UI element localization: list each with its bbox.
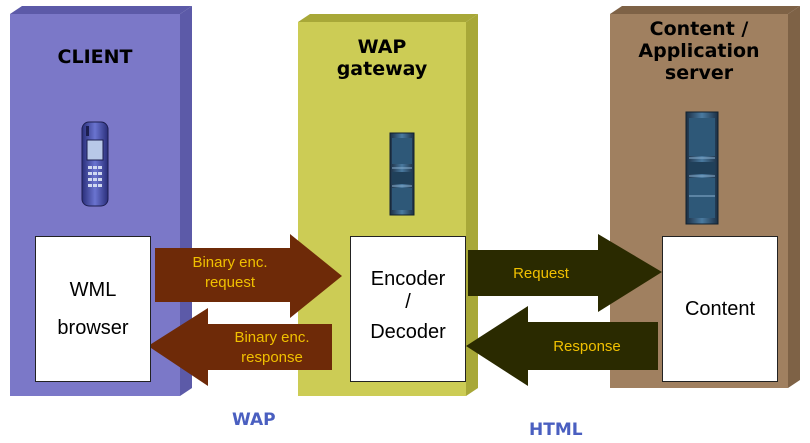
gateway-title: WAP gateway (298, 36, 466, 80)
http-response-arrow (466, 306, 658, 386)
binary-response-arrow (148, 308, 332, 386)
content-server-icon (685, 111, 719, 225)
wml-browser-box: WML browser (35, 236, 151, 382)
box-line: Decoder (370, 321, 446, 343)
server-title-line: Content / (649, 18, 749, 40)
arrow-label-line: Response (553, 338, 621, 355)
server-column-top (610, 6, 800, 14)
arrow-label-line: request (204, 274, 256, 291)
encoder-decoder-box: Encoder / Decoder (350, 236, 466, 382)
binary-request-arrow (155, 234, 342, 318)
gateway-column-side (466, 14, 478, 396)
box-line: browser (57, 317, 129, 339)
box-line: Encoder (370, 268, 446, 290)
server-title-line: Application (638, 40, 760, 62)
server-title-line: server (664, 62, 734, 84)
binary-request-label: Binary enc. request (170, 253, 290, 293)
binary-response-label: Binary enc. response (212, 328, 332, 368)
gateway-server-icon (389, 132, 415, 216)
arrow-label-line: Request (513, 265, 569, 282)
box-line: / (405, 291, 411, 313)
wap-protocol-label: WAP (232, 410, 276, 430)
client-title: CLIENT (57, 46, 133, 68)
mobile-phone-icon (81, 121, 109, 207)
server-column-side (788, 6, 800, 388)
box-line: Content (684, 298, 756, 320)
server-title: Content / Application server (610, 18, 788, 84)
content-box: Content (662, 236, 778, 382)
http-response-label: Response (532, 337, 642, 357)
http-request-label: Request (486, 264, 596, 284)
box-line: WML (69, 279, 117, 301)
arrow-label-line: Binary enc. (234, 329, 310, 346)
arrow-label-line: Binary enc. (192, 254, 268, 271)
html-protocol-label: HTML (529, 420, 583, 440)
gateway-column-top (298, 14, 478, 22)
arrow-label-line: response (241, 349, 303, 366)
http-request-arrow (468, 234, 662, 312)
gateway-title-line: gateway (336, 58, 428, 80)
gateway-title-line: WAP (357, 36, 407, 58)
client-column-top (10, 6, 192, 14)
